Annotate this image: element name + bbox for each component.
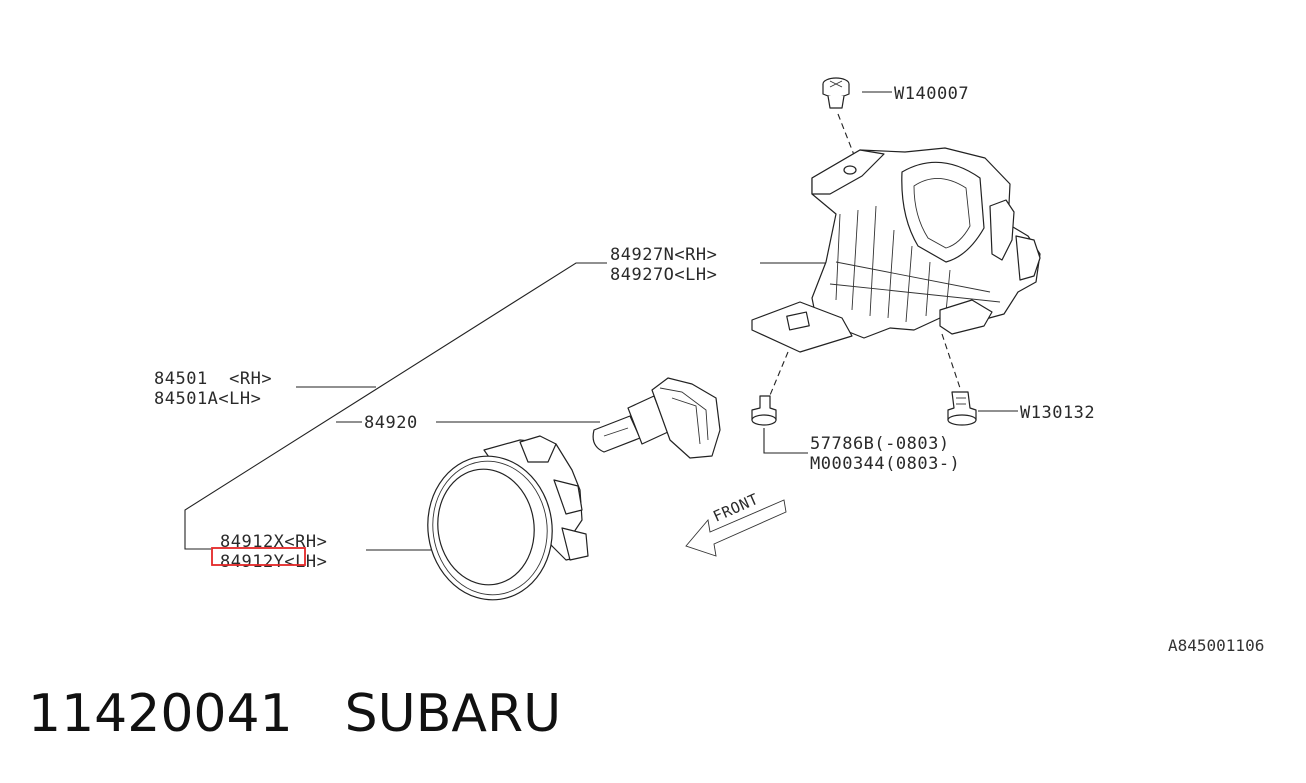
label-84912y[interactable]: 84912Y<LH> bbox=[220, 552, 327, 572]
footer-caption: 11420041 SUBARU bbox=[28, 684, 561, 744]
front-arrow-icon: FRONT bbox=[685, 490, 787, 557]
bolt-w130132-icon bbox=[947, 391, 977, 426]
label-57786b: 57786B(-0803) bbox=[810, 434, 950, 454]
catalog-reference: A845001106 bbox=[1168, 636, 1265, 655]
screw-w140007-icon bbox=[822, 77, 850, 109]
fog-lamp-bracket-icon bbox=[751, 147, 1041, 353]
bulb-84920-icon bbox=[592, 377, 721, 459]
brand-name: SUBARU bbox=[344, 684, 562, 744]
label-84927o: 84927O<LH> bbox=[610, 265, 717, 285]
label-m000344: M000344(0803-) bbox=[810, 454, 960, 474]
screw-57786b-icon bbox=[751, 395, 777, 426]
front-label: FRONT bbox=[710, 490, 761, 526]
highlight-box bbox=[211, 547, 306, 566]
install-dashed-lines bbox=[767, 113, 961, 401]
part-number: 11420041 bbox=[28, 684, 293, 744]
leader-lines bbox=[184, 91, 1018, 551]
fog-lamp-84912-icon bbox=[427, 435, 589, 601]
label-84920: 84920 bbox=[364, 413, 418, 433]
label-84927n: 84927N<RH> bbox=[610, 245, 717, 265]
label-w130132: W130132 bbox=[1020, 403, 1095, 423]
label-w140007: W140007 bbox=[894, 84, 969, 104]
label-84912x: 84912X<RH> bbox=[220, 532, 327, 552]
label-84501: 84501 <RH> bbox=[154, 369, 272, 389]
label-84501a: 84501A<LH> bbox=[154, 389, 261, 409]
